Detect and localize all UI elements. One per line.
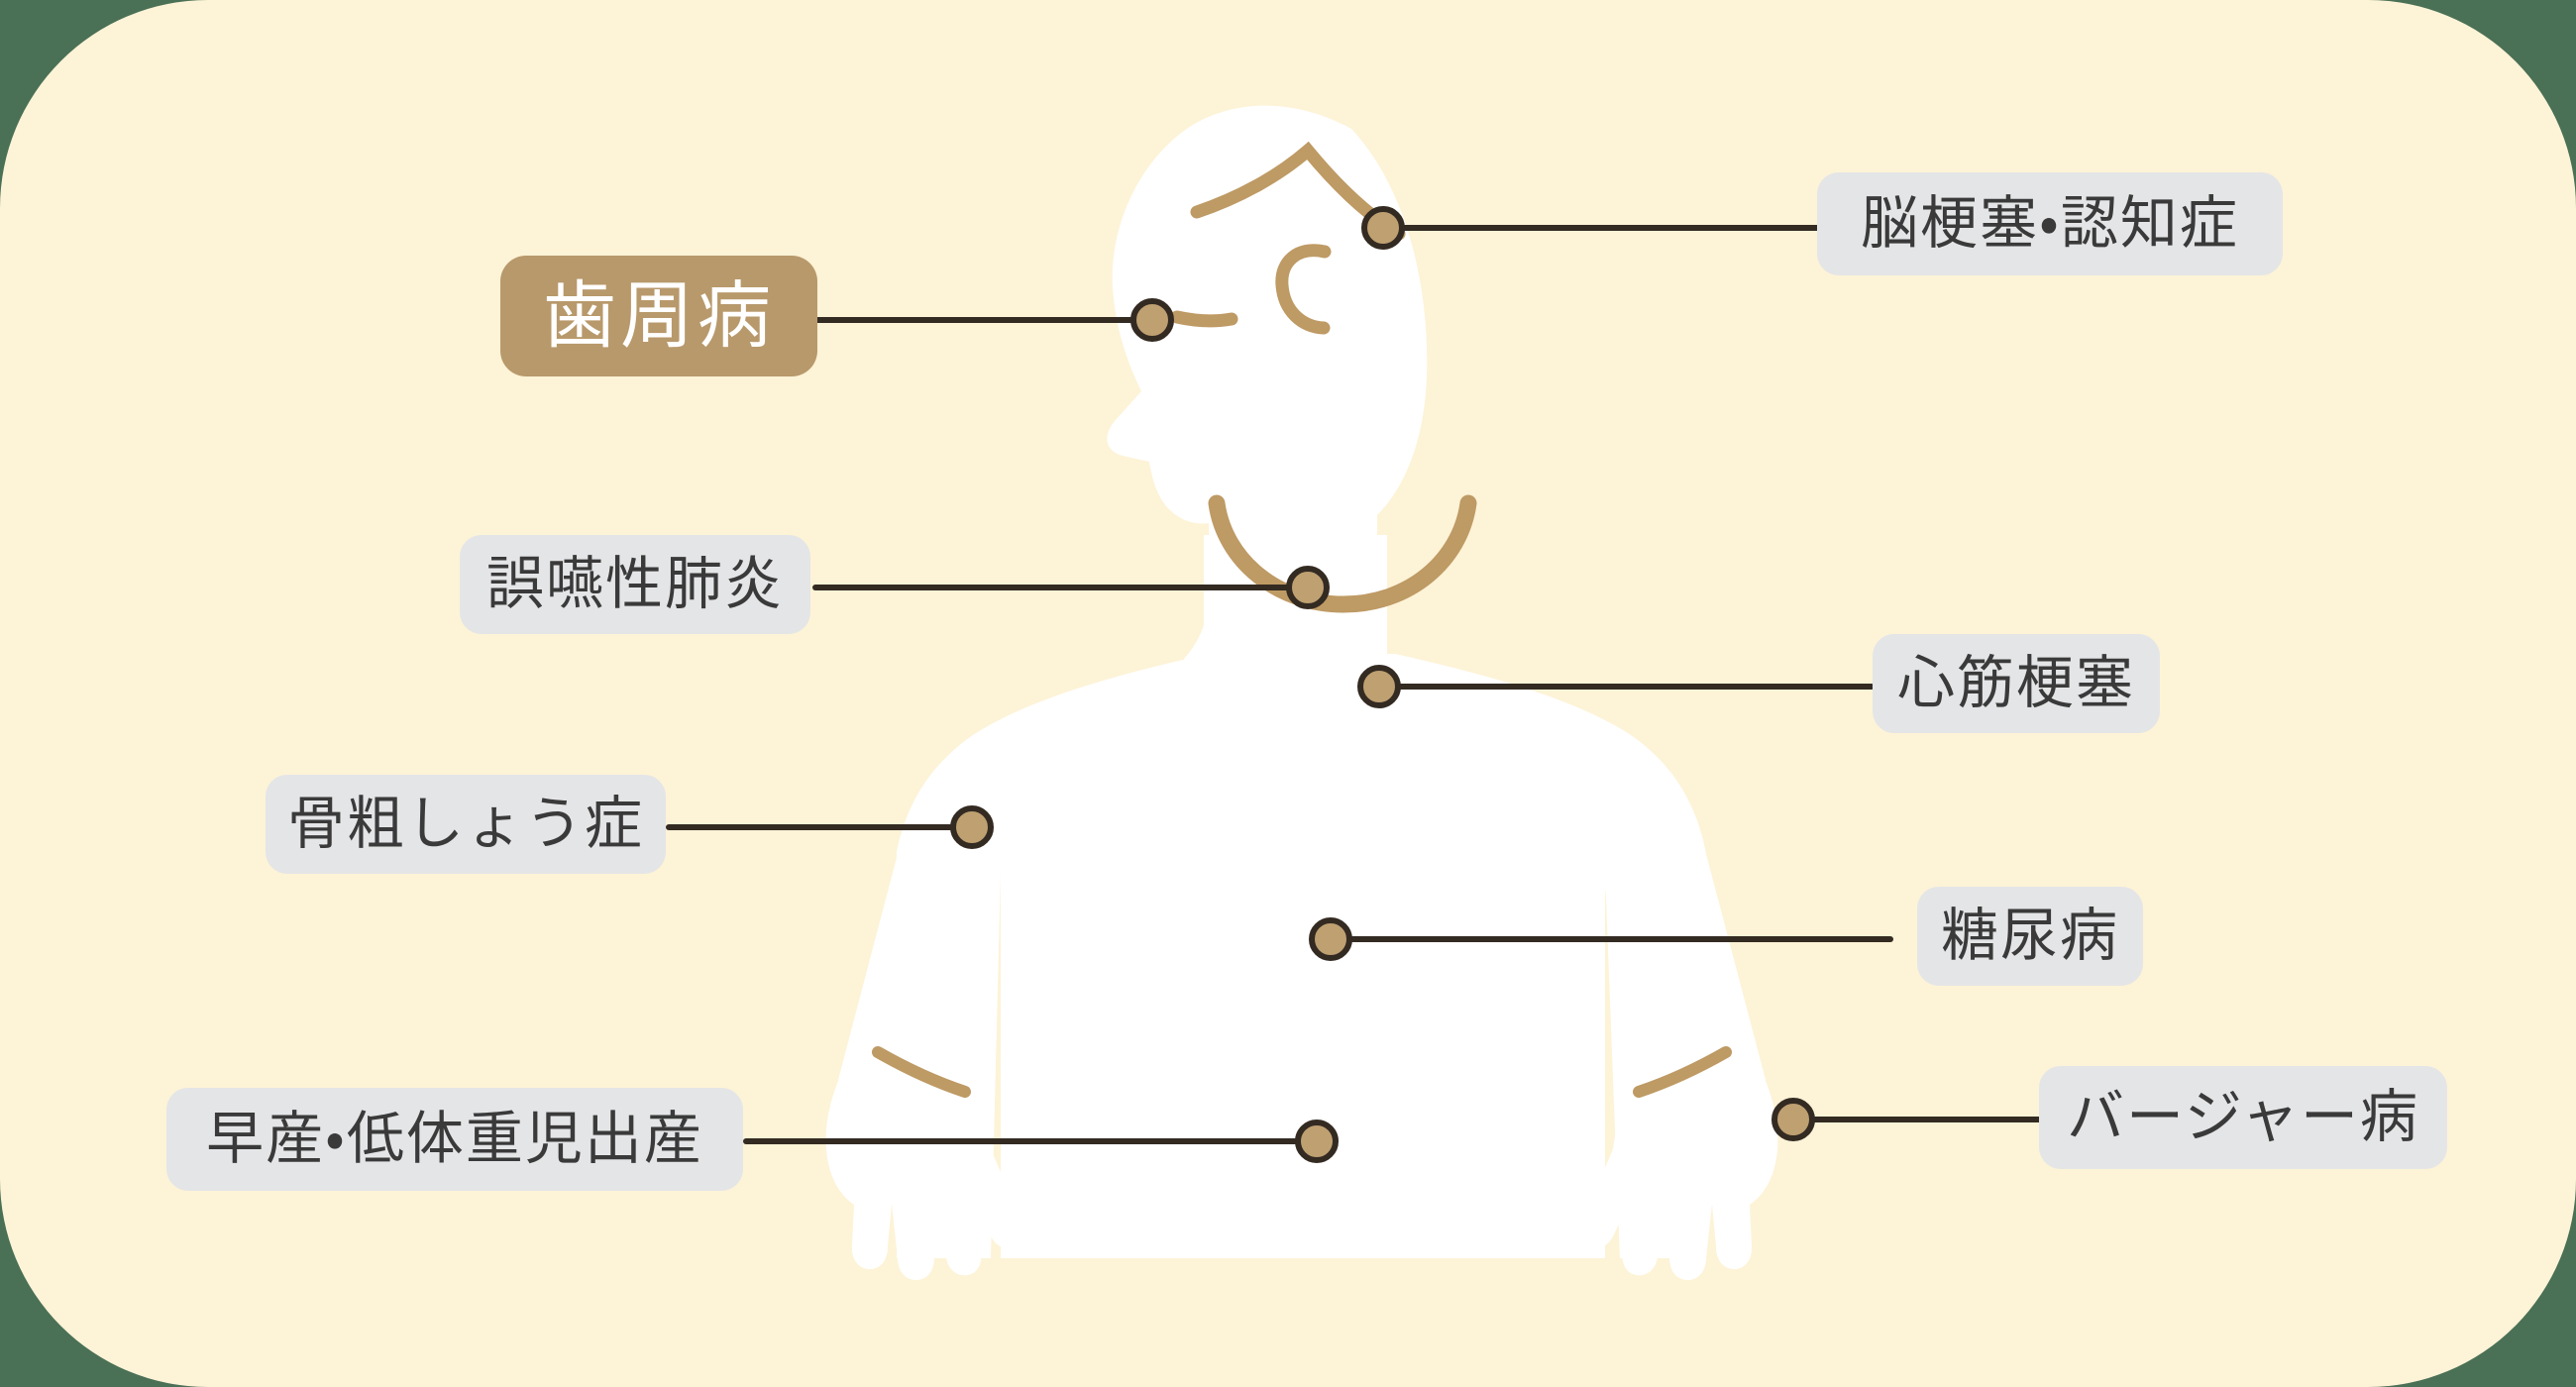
label-buerger-disease[interactable]: バージャー病 [2039, 1066, 2447, 1169]
right-cuff-stroke [1633, 1046, 1732, 1098]
marker-premature-birth[interactable] [1295, 1120, 1339, 1163]
connector-aspiration-pneumonia [812, 585, 1310, 590]
right-hand-shape [1579, 1076, 1778, 1281]
label-premature-low-birth-weight[interactable]: 早産・低体重児出産 [166, 1088, 743, 1191]
marker-cerebral-infarction[interactable] [1361, 206, 1405, 250]
marker-myocardial-infarction[interactable] [1357, 665, 1401, 708]
connector-diabetes [1331, 936, 1893, 942]
connector-buerger-disease [1793, 1117, 2081, 1122]
right-arm-shape [1602, 733, 1766, 1108]
left-arm-shape [838, 733, 1002, 1108]
marker-buerger-disease[interactable] [1771, 1098, 1815, 1141]
marker-diabetes[interactable] [1309, 917, 1352, 961]
mouth-stroke [1170, 310, 1238, 328]
silhouette-shapes [825, 105, 1778, 1281]
collar-stroke [1208, 494, 1477, 613]
label-osteoporosis[interactable]: 骨粗しょう症 [266, 775, 666, 874]
torso-shape [897, 654, 1704, 1258]
left-hand-shape [825, 1076, 1024, 1281]
label-aspiration-pneumonia[interactable]: 誤嚥性肺炎 [460, 535, 810, 634]
marker-aspiration-pneumonia[interactable] [1286, 566, 1330, 609]
connector-premature-birth [743, 1138, 1320, 1144]
ear-stroke [1275, 244, 1332, 335]
left-cuff-stroke [872, 1046, 971, 1098]
marker-osteoporosis[interactable] [950, 805, 994, 849]
label-cerebral-infarction-dementia[interactable]: 脳梗塞・認知症 [1817, 172, 2283, 275]
connector-periodontal-disease [803, 317, 1155, 323]
connector-myocardial-infarction [1379, 684, 1875, 690]
label-diabetes[interactable]: 糖尿病 [1917, 887, 2143, 986]
connector-osteoporosis [666, 824, 975, 830]
label-periodontal-disease[interactable]: 歯周病 [500, 256, 817, 376]
connector-cerebral-infarction [1383, 225, 1839, 231]
label-myocardial-infarction[interactable]: 心筋梗塞 [1873, 634, 2160, 733]
marker-periodontal-disease[interactable] [1130, 298, 1174, 342]
